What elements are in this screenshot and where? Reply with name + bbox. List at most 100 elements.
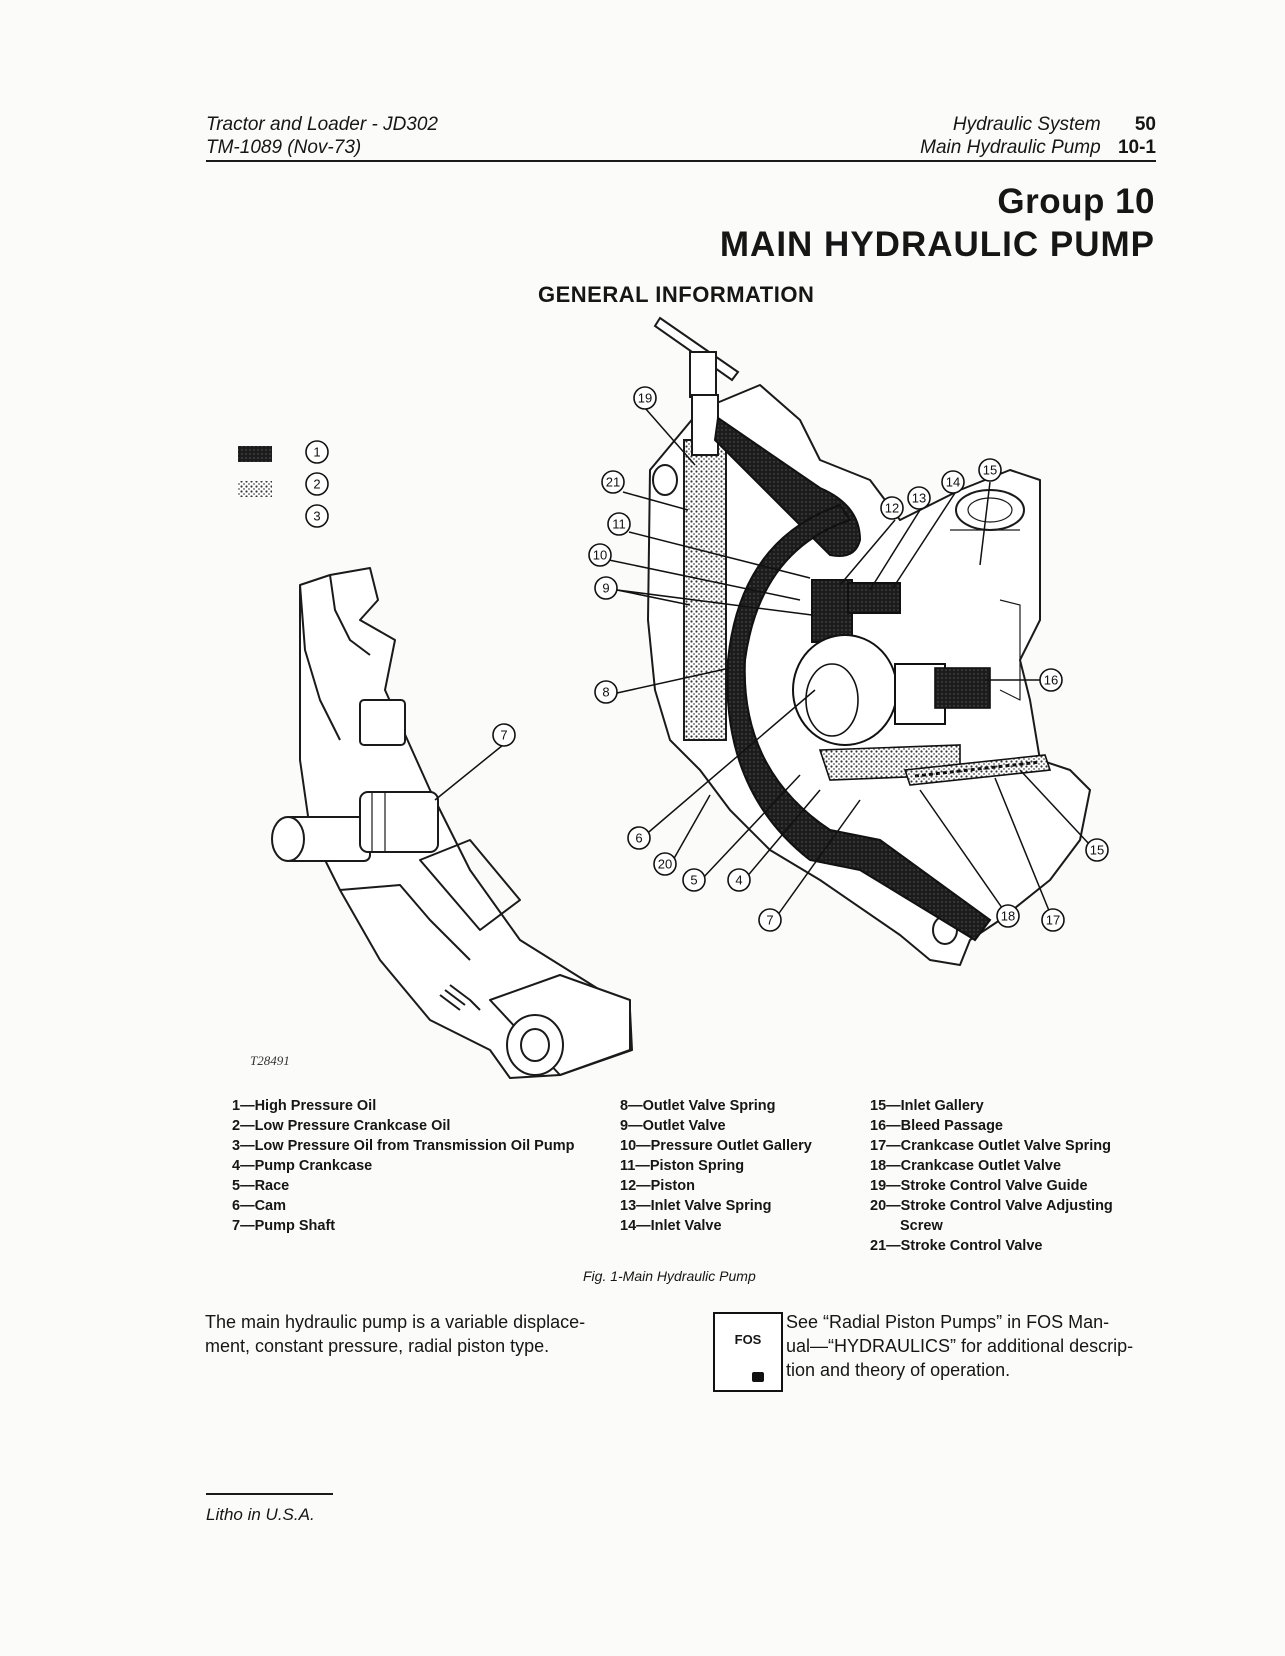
legend-item: 1—High Pressure Oil (232, 1098, 377, 1114)
fos-line-3: tion and theory of operation. (786, 1360, 1011, 1380)
callout-9: 9 (594, 576, 618, 600)
cam (805, 663, 859, 737)
legend-item: 4—Pump Crankcase (232, 1158, 373, 1174)
fos-book-icon (752, 1372, 764, 1382)
legend-item: 8—Outlet Valve Spring (620, 1098, 776, 1114)
figure-caption: Fig. 1-Main Hydraulic Pump (583, 1268, 756, 1284)
callout-14: 14 (941, 470, 965, 494)
svg-text:9: 9 (602, 581, 609, 596)
callout-11: 11 (607, 512, 631, 536)
bleed-passage (934, 667, 991, 709)
legend-item: 21—Stroke Control Valve (870, 1238, 1043, 1254)
legend-item: 3—Low Pressure Oil from Transmission Oil… (232, 1138, 575, 1154)
svg-text:10: 10 (593, 548, 607, 563)
page-title: MAIN HYDRAULIC PUMP (719, 225, 1155, 264)
legend-key-3: 3 (305, 504, 329, 528)
svg-text:19: 19 (638, 391, 652, 406)
callout-12: 12 (880, 496, 904, 520)
header-section-line: Hydraulic System 50 (850, 113, 1156, 136)
header-group-line: Main Hydraulic Pump 10-1 (850, 136, 1156, 159)
callout-21: 21 (601, 470, 625, 494)
stroke-control-valve-guide (691, 394, 719, 456)
legend-item: 17—Crankcase Outlet Valve Spring (870, 1138, 1111, 1154)
legend-item: 16—Bleed Passage (870, 1118, 1003, 1134)
svg-text:2: 2 (313, 477, 320, 492)
legend-item: 11—Piston Spring (620, 1158, 745, 1174)
group-title: Group 10 (997, 182, 1155, 221)
callout-19: 19 (633, 386, 657, 410)
svg-text:15: 15 (983, 463, 997, 478)
legend-column-2: 8—Outlet Valve Spring 9—Outlet Valve 10—… (620, 1096, 812, 1236)
crankcase-passage (726, 503, 992, 942)
legend-item: 12—Piston (620, 1178, 695, 1194)
svg-text:17: 17 (1046, 913, 1060, 928)
section-heading: GENERAL INFORMATION (538, 282, 815, 307)
svg-text:7: 7 (500, 728, 507, 743)
leader-lines (434, 407, 1091, 919)
svg-text:20: 20 (658, 857, 672, 872)
legend-item: 7—Pump Shaft (232, 1218, 336, 1234)
pump-housing-left (299, 567, 633, 1079)
legend-item: 14—Inlet Valve (620, 1218, 722, 1234)
header-left: Tractor and Loader - JD302 TM-1089 (Nov-… (206, 113, 438, 159)
svg-text:6: 6 (635, 831, 642, 846)
legend-column-3: 15—Inlet Gallery 16—Bleed Passage 17—Cra… (870, 1096, 1113, 1256)
callout-7-right: 7 (758, 908, 782, 932)
legend-item: 13—Inlet Valve Spring (620, 1198, 772, 1214)
header-section-name: Hydraulic System (952, 114, 1101, 135)
svg-text:11: 11 (612, 517, 626, 532)
legend-key-1: 1 (305, 440, 329, 464)
footer-text: Litho in U.S.A. (206, 1505, 315, 1524)
svg-text:12: 12 (885, 501, 899, 516)
footer-rule (206, 1493, 333, 1495)
header-group-name: Main Hydraulic Pump (920, 137, 1101, 158)
legend-item: 18—Crankcase Outlet Valve (870, 1158, 1062, 1174)
svg-text:14: 14 (946, 475, 960, 490)
callout-15-top: 15 (978, 458, 1002, 482)
stroke-control-valve-column (683, 439, 727, 741)
header-manual-title: Tractor and Loader - JD302 (206, 114, 438, 135)
svg-text:8: 8 (602, 685, 609, 700)
svg-text:16: 16 (1044, 673, 1058, 688)
legend-item: 6—Cam (232, 1198, 286, 1214)
svg-text:15: 15 (1090, 843, 1104, 858)
svg-text:21: 21 (606, 475, 620, 490)
fos-label: FOS (734, 1332, 762, 1347)
legend-key-2: 2 (305, 472, 329, 496)
legend-item: 19—Stroke Control Valve Guide (870, 1178, 1088, 1194)
header-manual-number: TM-1089 (Nov-73) (206, 137, 362, 158)
legend-item: 9—Outlet Valve (620, 1118, 726, 1134)
intro-paragraph: The main hydraulic pump is a variable di… (205, 1310, 685, 1358)
svg-text:7: 7 (766, 913, 773, 928)
callout-8: 8 (594, 680, 618, 704)
top-fitting (653, 316, 740, 398)
fos-reference-text: See “Radial Piston Pumps” in FOS Man- ua… (786, 1310, 1161, 1382)
fos-line-2: ual—“HYDRAULICS” for additional descrip- (786, 1336, 1134, 1356)
callout-4: 4 (727, 868, 751, 892)
callout-15-bottom: 15 (1085, 838, 1109, 862)
callout-5: 5 (682, 868, 706, 892)
legend-item: 5—Race (232, 1178, 290, 1194)
fos-reference-box: FOS (713, 1312, 783, 1392)
legend-item: 10—Pressure Outlet Gallery (620, 1138, 812, 1154)
svg-text:3: 3 (313, 509, 320, 524)
fos-line-1: See “Radial Piston Pumps” in FOS Man- (786, 1312, 1110, 1332)
legend-item: 15—Inlet Gallery (870, 1098, 984, 1114)
svg-text:4: 4 (735, 873, 742, 888)
pump-cutaway-figure: 1 2 3 T28491 (238, 316, 1109, 1079)
header-right: Hydraulic System 50 Main Hydraulic Pump … (850, 113, 1156, 159)
intro-line-2: ment, constant pressure, radial piston t… (205, 1336, 550, 1356)
pump-shaft (271, 791, 439, 862)
callout-16: 16 (1039, 668, 1063, 692)
callout-13: 13 (907, 486, 931, 510)
header-section-number: 50 (1134, 114, 1156, 135)
image-code: T28491 (250, 1053, 290, 1068)
svg-text:18: 18 (1001, 909, 1015, 924)
callout-17: 17 (1041, 908, 1065, 932)
legend-item: 2—Low Pressure Crankcase Oil (232, 1118, 451, 1134)
callout-6: 6 (627, 826, 651, 850)
svg-text:13: 13 (912, 491, 926, 506)
outlet-valve-spring (903, 754, 1052, 786)
header-rule (206, 160, 1156, 162)
piston (811, 579, 853, 643)
